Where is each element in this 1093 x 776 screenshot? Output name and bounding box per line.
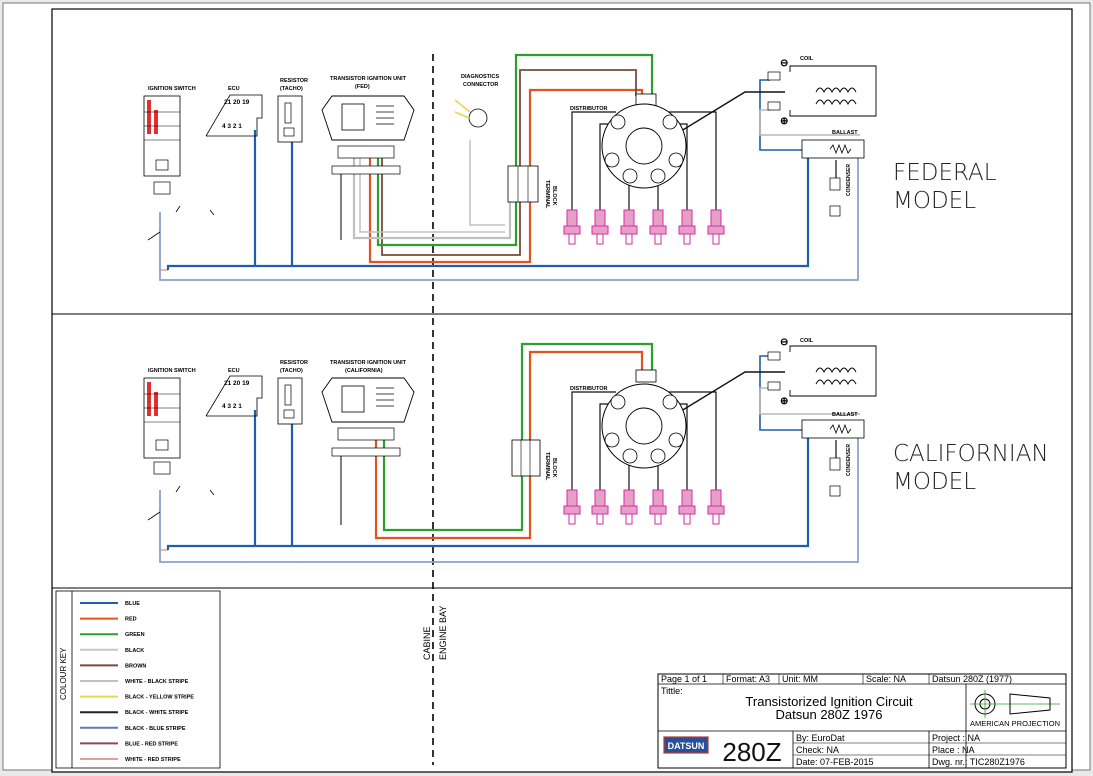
colour-key-label: BLACK	[125, 648, 144, 654]
distributor-label: DISTRIBUTOR	[570, 106, 608, 112]
spark-plugs-fed	[563, 209, 725, 245]
colour-key: COLOUR KEY BLUE RED GREEN BLACK BROWN WHITE -…	[55, 590, 221, 769]
svg-text:MODEL: MODEL	[893, 188, 976, 214]
svg-text:Datsun 280Z (1977): Datsun 280Z (1977)	[932, 674, 1012, 684]
californian-circuit: IGNITION SWITCH ECU 21 20 19 4 3 2 1 RES…	[143, 337, 1049, 563]
svg-text:(TACHO): (TACHO)	[280, 86, 303, 92]
ignition-coil-cal	[767, 345, 877, 397]
svg-text:Check: NA: Check: NA	[796, 745, 839, 755]
colour-key-label: GREEN	[125, 632, 145, 638]
federal-model-title: FEDERAL	[893, 160, 997, 186]
engine-bay-label: ENGINE BAY	[438, 606, 448, 660]
colour-key-label: WHITE - RED STRIPE	[125, 757, 181, 763]
coil-label: COIL	[800, 56, 814, 62]
svg-text:CONNECTOR: CONNECTOR	[463, 82, 498, 88]
tiu-label-cal: TRANSISTOR IGNITION UNIT	[330, 360, 407, 366]
svg-text:CONDENSER: CONDENSER	[846, 164, 852, 196]
colour-key-label: BROWN	[125, 663, 146, 669]
svg-text:⊖: ⊖	[780, 337, 788, 348]
californian-model-title: CALIFORNIAN	[893, 441, 1049, 467]
ignition-switch-label: IGNITION SWITCH	[148, 86, 196, 92]
svg-text:By: EuroDat: By: EuroDat	[796, 733, 845, 743]
svg-text:Place : NA: Place : NA	[932, 745, 975, 755]
datsun-logo	[663, 736, 709, 754]
ecu-label: ECU	[228, 86, 240, 92]
tiu-label-fed: TRANSISTOR IGNITION UNIT	[330, 76, 407, 82]
colour-key-label: BLUE	[125, 601, 140, 607]
coil-label-cal: COIL	[800, 338, 814, 344]
svg-text:⊖: ⊖	[780, 58, 788, 69]
svg-text:21 20 19: 21 20 19	[224, 99, 250, 106]
tacho-resistor-cal	[277, 377, 303, 425]
svg-text:TERMINAL: TERMINAL	[544, 180, 550, 209]
ballast-label: BALLAST	[832, 130, 858, 136]
svg-text:Tittle:: Tittle:	[661, 686, 683, 696]
svg-text:4 3 2 1: 4 3 2 1	[222, 123, 242, 130]
svg-text:21 20 19: 21 20 19	[224, 380, 250, 387]
terminal-block-fed: TERMINAL BLOCK	[507, 165, 557, 209]
colour-key-label: BLACK - BLUE STRIPE	[125, 726, 186, 732]
svg-text:DATSUN: DATSUN	[668, 741, 705, 751]
colour-key-title: COLOUR KEY	[59, 647, 68, 700]
svg-text:AMERICAN PROJECTION: AMERICAN PROJECTION	[970, 719, 1060, 728]
ignition-switch-cal	[143, 377, 181, 521]
ballast-resistor-cal: CONDENSER	[801, 419, 865, 497]
svg-text:Datsun 280Z 1976: Datsun 280Z 1976	[776, 707, 883, 722]
svg-text:(FED): (FED)	[355, 84, 370, 90]
distributor-label-cal: DISTRIBUTOR	[570, 386, 608, 392]
title-block: Page 1 of 1 Format: A3 Unit: MM Scale: N…	[657, 673, 1067, 769]
drawing-title: Transistorized Ignition Circuit	[745, 694, 913, 709]
ecu-label-cal: ECU	[228, 368, 240, 374]
svg-text:Page 1 of 1: Page 1 of 1	[661, 674, 707, 684]
svg-text:TERMINAL: TERMINAL	[544, 452, 550, 481]
distributor-fed	[601, 93, 687, 189]
svg-text:CONDENSER: CONDENSER	[846, 444, 852, 476]
svg-text:Unit: MM: Unit: MM	[782, 674, 818, 684]
transistor-ignition-unit-fed	[321, 95, 415, 240]
distributor-cal	[601, 369, 687, 469]
svg-text:BLOCK: BLOCK	[551, 186, 557, 206]
ignition-coil-fed	[767, 65, 877, 117]
ignition-switch-label-cal: IGNITION SWITCH	[148, 368, 196, 374]
diagnostics-label: DIAGNOSTICS	[461, 74, 500, 80]
svg-text:MODEL: MODEL	[893, 469, 976, 495]
model-name: 280Z	[722, 737, 781, 767]
ignition-switch	[143, 95, 181, 241]
colour-key-label: BLUE - RED STRIPE	[125, 741, 178, 747]
ecu-connector: 21 20 19 4 3 2 1	[205, 94, 263, 216]
svg-text:BLOCK: BLOCK	[551, 458, 557, 478]
diagnostics-connector	[454, 99, 488, 128]
svg-text:⊕: ⊕	[780, 116, 788, 127]
ballast-label-cal: BALLAST	[832, 412, 858, 418]
spark-plugs-cal	[563, 489, 725, 525]
svg-text:Format: A3: Format: A3	[726, 674, 770, 684]
cabine-label: CABINE	[422, 626, 432, 660]
ballast-resistor-fed: CONDENSER	[801, 139, 865, 217]
svg-text:4 3 2 1: 4 3 2 1	[222, 403, 242, 410]
svg-text:Scale: NA: Scale: NA	[866, 674, 906, 684]
colour-key-label: BLACK - WHITE STRIPE	[125, 710, 189, 716]
tacho-resistor	[277, 95, 303, 143]
svg-text:(CALIFORNIA): (CALIFORNIA)	[345, 368, 383, 374]
resistor-label: RESISTOR	[280, 78, 308, 84]
resistor-label-cal: RESISTOR	[280, 360, 308, 366]
colour-key-label: WHITE - BLACK STRIPE	[125, 679, 189, 685]
svg-text:Dwg. nr.: TIC280Z1976: Dwg. nr.: TIC280Z1976	[932, 757, 1025, 767]
svg-text:(TACHO): (TACHO)	[280, 368, 303, 374]
svg-text:Project : NA: Project : NA	[932, 733, 980, 743]
projection-icon	[970, 690, 1060, 718]
svg-text:⊕: ⊕	[780, 396, 788, 407]
colour-key-label: RED	[125, 617, 137, 623]
svg-text:Date: 07-FEB-2015: Date: 07-FEB-2015	[796, 757, 874, 767]
terminal-block-cal: TERMINAL BLOCK	[511, 439, 557, 481]
federal-circuit: IGNITION SWITCH ECU 21 20 19 4 3 2 1 RES…	[143, 53, 997, 281]
colour-key-label: BLACK - YELLOW STRIPE	[125, 695, 194, 701]
transistor-ignition-unit-cal	[321, 377, 415, 525]
ecu-connector-cal: 21 20 19 4 3 2 1	[205, 375, 263, 496]
